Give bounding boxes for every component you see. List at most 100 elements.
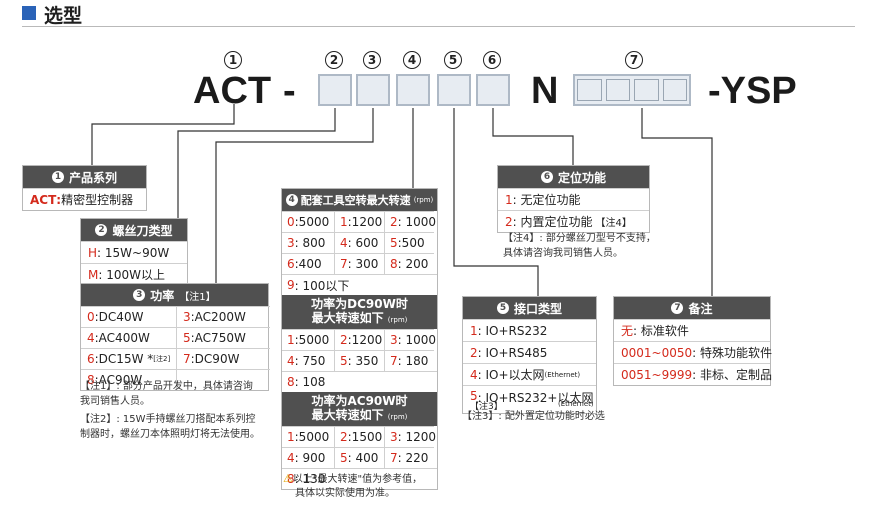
value: : 180 — [397, 354, 429, 368]
code: 4 — [470, 367, 478, 382]
grid-cell: 8: 200 — [384, 253, 434, 274]
box-title: 接口类型 — [513, 301, 562, 316]
title-note: 【注1】 — [179, 291, 216, 303]
list-item: 1: IO+RS232 — [463, 319, 596, 341]
sub-label: (Ethernet) — [544, 370, 581, 379]
box-title: 产品系列 — [68, 170, 117, 185]
code: 8 — [87, 373, 95, 387]
marker-2: 2 — [325, 51, 343, 69]
marker-1: 1 — [224, 51, 242, 69]
note: 【注3】 — [470, 402, 503, 412]
grid-cell: 0:5000 — [282, 211, 334, 232]
warning-icon: ⚠ — [283, 472, 293, 485]
note: [注2] — [153, 355, 171, 363]
code: 2 — [390, 215, 398, 229]
code: 5 — [470, 389, 478, 403]
note-line: 【注1】: 部分产品开发中，具体请咨询 — [80, 381, 253, 392]
value: : 1200 — [397, 430, 437, 444]
value: :AC400W — [94, 331, 150, 345]
list-item: 4: IO+以太网(Ethernet) — [463, 363, 596, 385]
list-item: 无: 标准软件 — [614, 319, 770, 341]
speed-grid: 0:5000 1:1200 2: 1000 3: 800 4: 600 5:50… — [282, 211, 437, 274]
value: : 200 — [397, 257, 429, 271]
value: : 400 — [347, 451, 379, 465]
colon: : — [56, 192, 62, 207]
connector-5 — [453, 108, 539, 296]
value: :AC90W — [94, 373, 143, 387]
list-item: 2: IO+RS485 — [463, 341, 596, 363]
code: 7 — [183, 352, 191, 366]
power-grid: 0:DC40W 3:AC200W 4:AC400W 5:AC750W 6:DC1… — [81, 306, 270, 390]
grid-cell: 7: 300 — [334, 253, 384, 274]
box-title: 备注 — [688, 301, 713, 316]
grid-cell: 2:1500 — [334, 426, 384, 447]
unit: (rpm) — [387, 413, 408, 421]
ac90-grid: 1:5000 2:1500 3: 1200 4: 900 5: 400 7: 2… — [282, 426, 437, 468]
dc90-title: 功率为DC90W时 — [311, 297, 408, 311]
grid-cell: 3: 800 — [282, 232, 334, 253]
value: :1200 — [347, 215, 383, 229]
slot-7 — [573, 74, 691, 106]
code: 2 — [340, 430, 348, 444]
slot-2 — [318, 74, 352, 106]
code: 7 — [390, 354, 398, 368]
value: :1500 — [347, 430, 383, 444]
value: : IO+RS232 — [477, 323, 548, 338]
title-underline — [22, 26, 855, 27]
code: 1 — [470, 323, 478, 338]
slot-4 — [396, 74, 430, 106]
power-notes: 【注1】: 部分产品开发中，具体请咨询 我司销售人员。 【注2】: 15W手持螺… — [80, 379, 275, 442]
value: :AC750W — [190, 331, 246, 345]
code: 3 — [183, 310, 191, 324]
value: :5000 — [294, 333, 330, 347]
note-line: 【注4】: 部分螺丝刀型号不支持， — [503, 233, 656, 244]
note-line: 具体以实际使用为准。 — [295, 488, 395, 499]
code: 4 — [87, 331, 95, 345]
list-item: 1: 无定位功能 — [498, 188, 649, 210]
grid-cell: 3: 1200 — [384, 426, 437, 447]
model-suffix: -YSP — [708, 70, 797, 112]
value: : IO+以太网 — [477, 368, 545, 382]
code: 7 — [340, 257, 348, 271]
desc: : 100W以上 — [98, 268, 165, 282]
grid-cell: 7: 220 — [384, 447, 434, 468]
code: 5 — [340, 354, 348, 368]
dc90-subtitle: 最大转速如下 — [311, 311, 384, 325]
grid-cell: 3: 1000 — [384, 329, 436, 350]
desc: : 15W~90W — [97, 245, 170, 260]
list-item: 8: 130 — [282, 468, 437, 489]
value: :1200 — [347, 333, 383, 347]
value: : IO+RS485 — [477, 345, 548, 360]
value: :DC40W — [94, 310, 144, 324]
value: :400 — [294, 257, 322, 271]
grid-cell: 5:500 — [384, 232, 434, 253]
code: 8 — [390, 257, 398, 271]
list-item: M: 100W以上 — [81, 263, 187, 285]
grid-cell: 7:DC90W — [176, 348, 270, 369]
code: 4 — [287, 451, 295, 465]
value: : 无定位功能 — [512, 193, 581, 207]
positioning-notes: 【注4】: 部分螺丝刀型号不支持， 具体请咨询我司销售人员。 — [503, 231, 656, 261]
speed-warning: ⚠以上"最大转速"值为参考值， 具体以实际使用为准。 — [283, 472, 443, 501]
box-title: 螺丝刀类型 — [112, 223, 173, 238]
grid-cell: 4:AC400W — [81, 327, 176, 348]
code: 4 — [287, 354, 295, 368]
ac90-header: 功率为AC90W时 最大转速如下 (rpm) — [282, 392, 437, 426]
note: 【注4】 — [595, 218, 632, 229]
model-prefix: ACT — [193, 70, 272, 112]
value: : 750 — [294, 354, 326, 368]
value: : 内置定位功能 — [512, 215, 593, 229]
code: 6 — [287, 257, 295, 271]
interface-footnote: 【注3】: 配外置定位功能时必选 — [462, 411, 605, 422]
code: 7 — [390, 451, 398, 465]
value: : 300 — [347, 257, 379, 271]
value: : 特殊功能软件 — [692, 346, 772, 360]
code: 8 — [287, 472, 295, 486]
